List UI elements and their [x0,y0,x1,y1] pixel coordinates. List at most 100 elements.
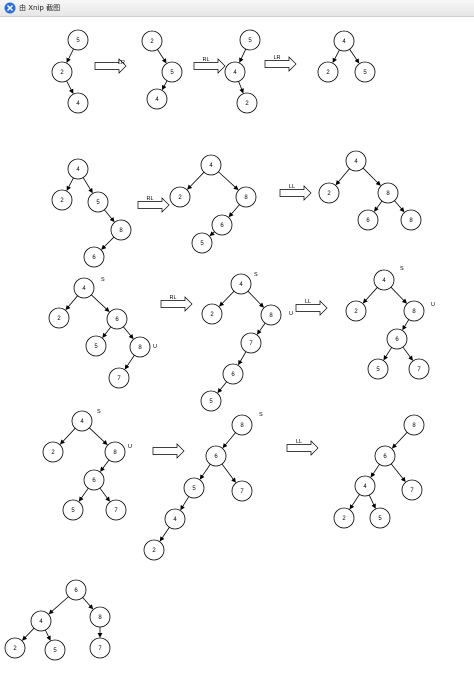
tree-node [386,328,408,350]
tree-node-label: 5 [94,344,98,350]
tree-node-label: 8 [119,228,123,234]
tree-node-label: 4 [155,97,159,103]
transform-arrow [94,58,127,74]
tree-node [408,358,430,380]
tree-edge [332,49,340,63]
tree-node [83,469,105,491]
tree-node-label: 8 [412,309,416,315]
tree-edge [238,81,244,94]
transform-arrow [279,185,312,201]
tree-node [141,30,163,52]
tree-edge [221,463,236,483]
tree-edge [104,209,115,223]
tree-node [30,610,52,632]
transform-arrow [295,300,328,316]
tree-node [48,307,70,329]
node-annotation: U [153,344,157,350]
tree-node [200,154,222,176]
tree-edge [187,171,205,190]
tree-node-label: 5 [363,70,367,76]
tree-node [110,219,132,241]
tree-node-label: 2 [60,70,64,76]
rotation-label: RL [202,57,209,63]
tree-node-label: 7 [240,489,244,495]
tree-node-label: 5 [71,508,75,514]
tree-node [211,214,233,236]
tree-edge [370,464,380,478]
tree-node-label: 6 [366,218,370,224]
tree-edge [82,597,94,610]
tree-node-label: 6 [214,454,218,460]
tree-node-label: 8 [138,345,142,351]
tree-node-label: 7 [410,488,414,494]
tree-node [231,480,253,502]
node-annotation: S [259,412,263,418]
tree-edge [362,167,381,186]
tree-edge [91,294,110,313]
tree-node-label: 4 [233,70,237,76]
tree-node [51,61,73,83]
tree-node [42,441,64,463]
tree-edge [65,295,78,311]
tree-node-label: 2 [57,316,61,322]
tree-node-label: 2 [354,309,358,315]
tree-edge [349,49,360,64]
tree-edge [402,346,413,361]
tree-node-label: 4 [363,484,367,490]
tree-node [73,277,95,299]
tree-node [169,186,191,208]
tree-node-label: 4 [354,159,358,165]
tree-node-label: 6 [220,223,224,229]
tree-node-label: 6 [231,372,235,378]
tree-node [345,150,367,172]
tree-node-label: 4 [76,167,80,173]
tree-edge [157,49,167,64]
node-annotation: S [254,272,258,278]
tree-node-label: 8 [269,313,273,319]
tree-node-label: 7 [249,341,253,347]
tree-edge [124,355,135,370]
tree-node-label: 4 [82,286,86,292]
rotation-label: LL [305,299,311,305]
tree-node [333,507,355,529]
tree-node [373,269,395,291]
tree-node [354,475,376,497]
tree-node-label: 7 [417,367,421,373]
tree-node [200,390,222,412]
tree-node [240,332,262,354]
tree-node-label: 2 [245,101,249,107]
transform-arrow [286,440,319,456]
tree-node-label: 6 [395,337,399,343]
tree-edge [383,347,392,361]
tree-node-label: 2 [60,198,64,204]
tree-node [354,61,376,83]
tree-edge [349,494,360,510]
transform-arrow [160,296,193,312]
tree-node-label: 4 [173,517,177,523]
tree-node-label: 6 [92,478,96,484]
tree-node [44,639,66,661]
tree-node-label: 5 [170,70,174,76]
node-annotation: U [431,302,435,308]
tree-node-label: 8 [244,195,248,201]
tree-node-label: 5 [192,486,196,492]
transform-arrow [137,197,170,213]
tree-node [83,246,105,268]
tree-edge [228,204,240,218]
tree-node-label: 4 [209,163,213,169]
tree-node-label: 4 [80,419,84,425]
tree-node [89,606,111,628]
tree-edge [217,381,227,394]
node-annotation: S [97,409,101,415]
tree-node [318,182,340,204]
tree-node-label: 5 [376,367,380,373]
tree-node [222,363,244,385]
tree-edge [66,177,74,191]
tree-edge [247,290,264,308]
tree-node-label: 2 [342,516,346,522]
tree-edge [161,80,168,91]
tree-node [164,508,186,530]
tree-node-label: 2 [51,450,55,456]
tree-node [51,189,73,211]
